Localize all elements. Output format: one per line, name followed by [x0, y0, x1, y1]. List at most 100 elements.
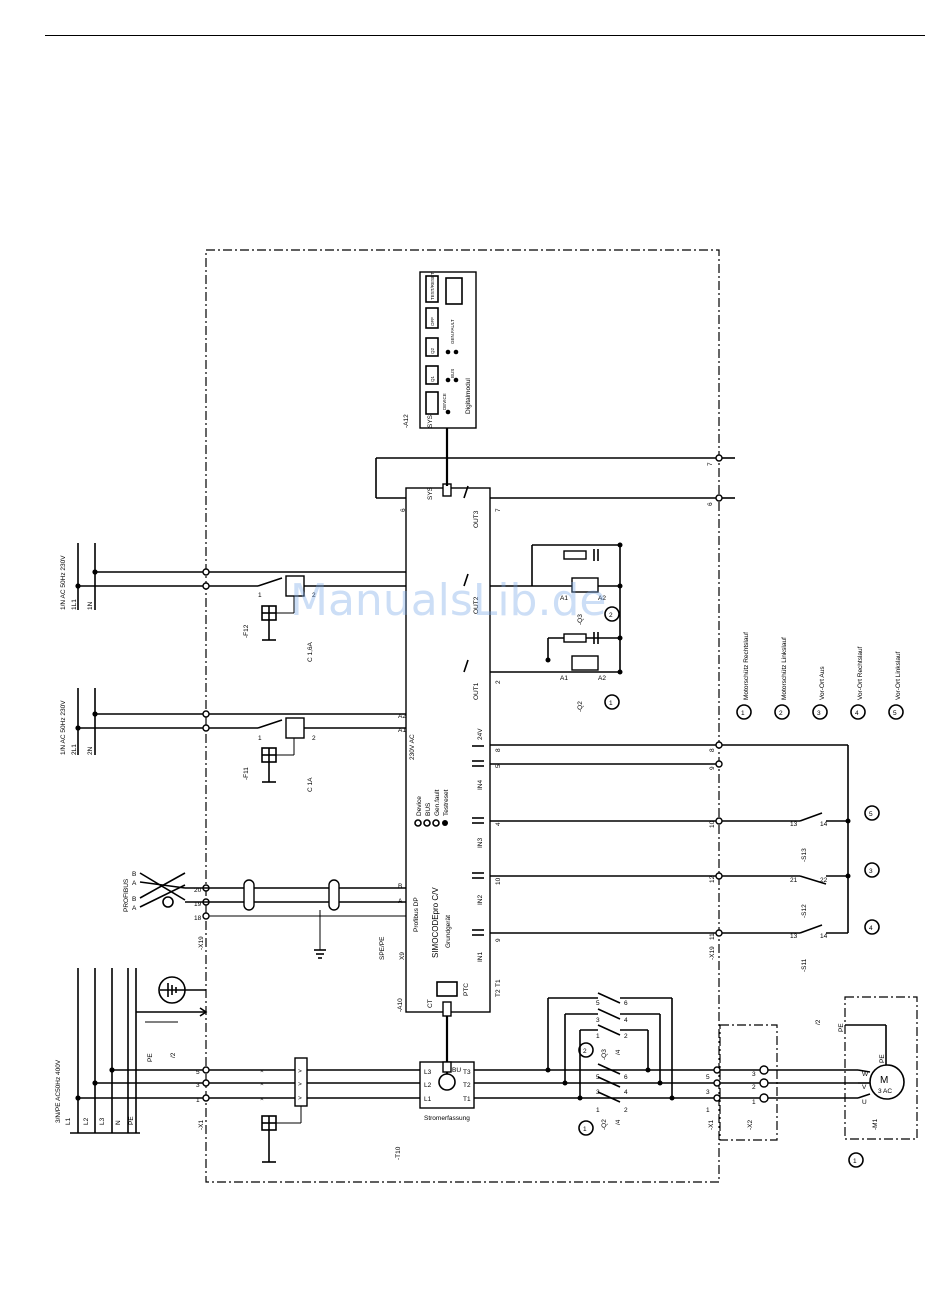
svg-text:5: 5 — [596, 1074, 600, 1081]
svg-text:GEN.FAULT: GEN.FAULT — [450, 319, 455, 344]
svg-text:>: > — [298, 1081, 302, 1088]
svg-text:6: 6 — [624, 1000, 628, 1007]
svg-text:CT: CT — [427, 999, 434, 1008]
profibus-label: PROFIBUS — [123, 878, 130, 912]
svg-text:IN2: IN2 — [477, 895, 484, 906]
svg-text:8: 8 — [709, 748, 716, 752]
aux1-label: 1/N AC 50Hz 230V — [60, 555, 67, 610]
svg-text:B: B — [398, 883, 402, 890]
svg-text:B: B — [132, 896, 136, 903]
svg-text:/4: /4 — [615, 1049, 622, 1055]
aux2-l1: 2L1 — [71, 744, 78, 755]
svg-text:A2: A2 — [598, 595, 606, 602]
svg-text:SYS: SYS — [427, 414, 434, 428]
svg-text:A1: A1 — [398, 727, 406, 734]
svg-text:L3: L3 — [424, 1069, 432, 1076]
dm-title: Digitalmodul — [465, 378, 472, 414]
svg-text:1: 1 — [752, 1099, 756, 1106]
svg-text:Device: Device — [416, 796, 423, 816]
legend-3: Vor-Ort Aus — [819, 666, 826, 700]
svg-text:TEST/RESET: TEST/RESET — [430, 272, 435, 300]
svg-text:3: 3 — [596, 1017, 600, 1024]
motor-outline — [844, 996, 918, 1140]
svg-text:9: 9 — [709, 766, 716, 770]
ground-icon — [136, 976, 208, 1017]
header-rule — [45, 35, 925, 36]
svg-text:5: 5 — [706, 1074, 710, 1081]
base-id: -A10 — [397, 998, 404, 1012]
rail-l1: L1 — [65, 1117, 72, 1125]
svg-text:C 1A: C 1A — [307, 777, 314, 792]
svg-text:2: 2 — [312, 592, 316, 599]
svg-text:PTC: PTC — [463, 983, 470, 996]
svg-text:B: B — [132, 871, 136, 878]
svg-text:1: 1 — [596, 1033, 600, 1040]
svg-text:SPE/PE: SPE/PE — [379, 936, 386, 960]
svg-text:22: 22 — [820, 877, 828, 884]
svg-text:5: 5 — [596, 1000, 600, 1007]
svg-text:13: 13 — [790, 821, 798, 828]
aux1-n: 1N — [87, 601, 94, 610]
svg-text:IN3: IN3 — [477, 838, 484, 849]
svg-text:1: 1 — [596, 1107, 600, 1114]
main-supply-label: 3/N/PE AC50Hz 400V — [55, 1059, 62, 1123]
base-title: SIMOCODEpro C/V — [431, 887, 440, 958]
svg-text:BUS: BUS — [425, 802, 432, 816]
aux2-n: 2N — [87, 746, 94, 755]
pe-label: PE — [147, 1053, 154, 1062]
base-unit: SIMOCODEpro C/V Grundgerät Profibus DP S… — [379, 483, 502, 1017]
svg-text:14: 14 — [820, 933, 828, 940]
svg-text:U: U — [862, 1099, 867, 1106]
sensor-title: Stromerfassung — [424, 1115, 470, 1122]
svg-text:/2: /2 — [815, 1019, 822, 1025]
svg-text:-X19: -X19 — [198, 936, 205, 950]
svg-text:-Q3: -Q3 — [577, 614, 584, 625]
svg-text:2: 2 — [752, 1084, 756, 1091]
svg-text:4: 4 — [869, 925, 873, 932]
svg-text:2: 2 — [609, 612, 613, 619]
svg-text:12: 12 — [709, 875, 716, 883]
svg-text:2: 2 — [583, 1048, 587, 1055]
svg-text:1: 1 — [609, 700, 613, 707]
svg-text:BUS: BUS — [450, 369, 455, 378]
svg-text:1: 1 — [258, 735, 262, 742]
svg-text:14: 14 — [820, 821, 828, 828]
svg-text:1: 1 — [583, 1126, 587, 1133]
svg-text:Testreset: Testreset — [443, 789, 450, 816]
svg-text:1: 1 — [258, 592, 262, 599]
svg-text:T2: T2 — [463, 1082, 471, 1089]
svg-text:4: 4 — [495, 822, 502, 826]
svg-text:W: W — [862, 1071, 869, 1078]
svg-text:A2: A2 — [398, 713, 406, 720]
svg-text:6: 6 — [624, 1074, 628, 1081]
svg-text:-S12: -S12 — [801, 904, 808, 918]
svg-text:3: 3 — [817, 710, 821, 717]
profibus: B A B A PROFIBUS 20 19 18 -X19 — [123, 871, 406, 959]
svg-text:-Q3: -Q3 — [601, 1049, 608, 1060]
svg-text:11: 11 — [709, 933, 716, 940]
svg-text:2: 2 — [624, 1033, 628, 1040]
svg-text:-S13: -S13 — [801, 848, 808, 862]
contactor-q2: 1 3 5 2 4 6 -Q2 /4 — [596, 1063, 628, 1130]
rail-l2: L2 — [83, 1117, 90, 1125]
svg-text:A1: A1 — [560, 675, 568, 682]
svg-text:OUT3: OUT3 — [473, 510, 480, 528]
svg-text:7: 7 — [707, 462, 714, 466]
legend-4: Vor-Ort Rechtslauf — [857, 646, 864, 700]
rail-n: N — [115, 1120, 122, 1125]
power-lines — [209, 1069, 420, 1099]
aux2-label: 1/N AC 50Hz 230V — [60, 700, 67, 755]
svg-text:7: 7 — [495, 508, 502, 512]
fuse-f12: 1 2 -F12 C 1,6A — [209, 571, 406, 662]
svg-text:-F11: -F11 — [243, 767, 250, 780]
motor-sub: 3 AC — [878, 1088, 892, 1095]
svg-text:3: 3 — [196, 1082, 200, 1089]
svg-text:-X19: -X19 — [709, 946, 716, 960]
svg-text:A1: A1 — [560, 595, 568, 602]
svg-text:3: 3 — [752, 1071, 756, 1078]
svg-text:T2: T2 — [495, 989, 502, 997]
svg-text:SYS: SYS — [427, 486, 434, 500]
watermark: ManualsLib.de — [290, 575, 606, 626]
svg-text:Gen.fault: Gen.fault — [434, 789, 441, 816]
